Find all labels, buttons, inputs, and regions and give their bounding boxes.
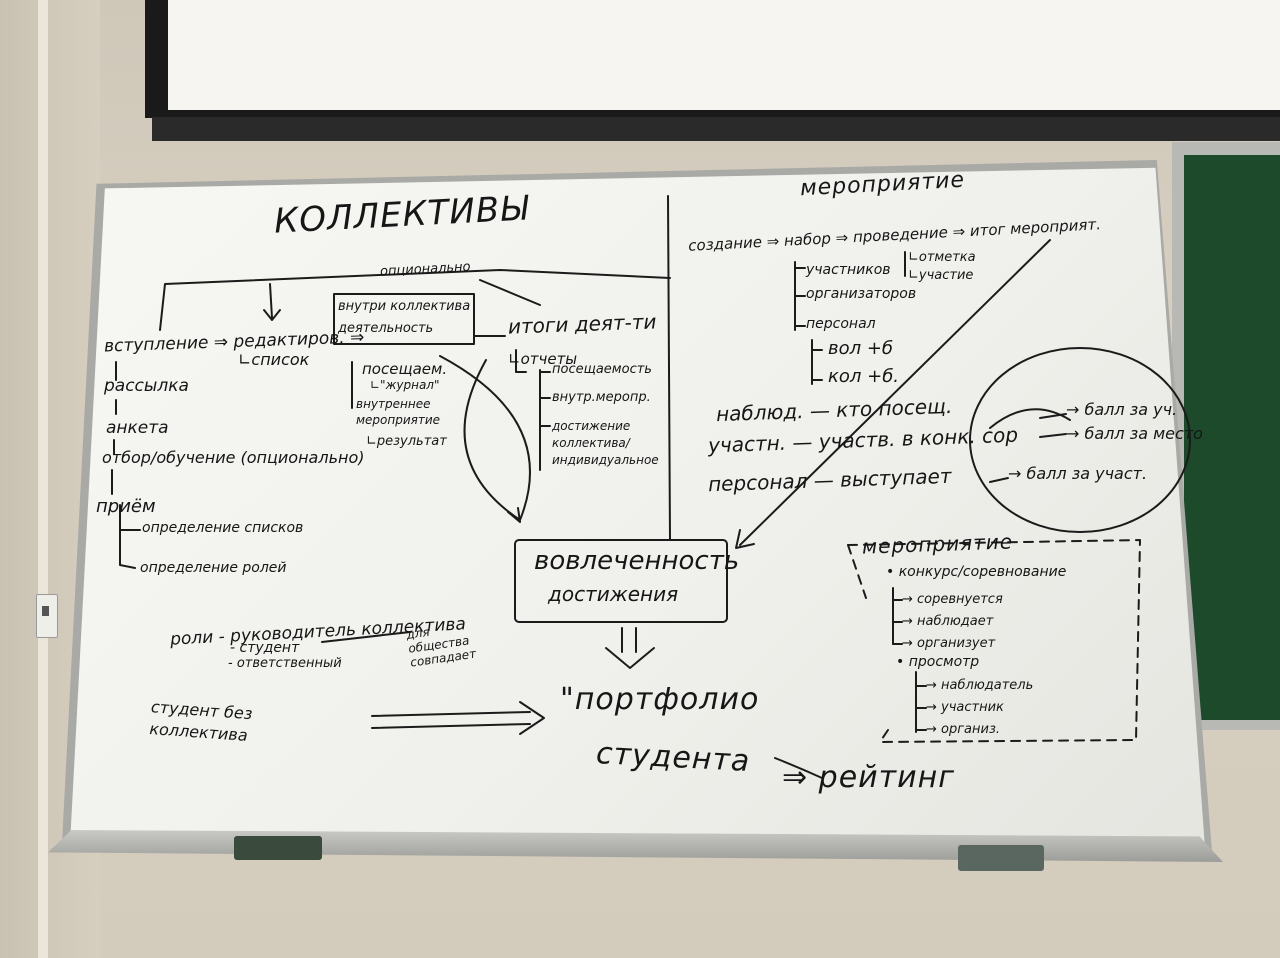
contest-observes: → наблюдает <box>902 614 994 629</box>
wall-switch <box>36 594 58 638</box>
holding-participation: ∟участие <box>908 268 974 283</box>
staff-collective: кол +б. <box>828 366 900 387</box>
set-participants: участников <box>806 262 891 278</box>
points-staff: → балл за участ. <box>1008 464 1148 483</box>
process-mailing: рассылка <box>104 376 189 396</box>
result-note: ∟результат <box>366 434 447 449</box>
wall-pillar <box>38 0 48 958</box>
show-observer: → наблюдатель <box>926 678 1034 693</box>
achievements: достижения <box>548 582 679 606</box>
show-participant: → участник <box>926 700 1004 715</box>
role-responsible: - ответственный <box>228 656 342 671</box>
points-place: → балл за место <box>1066 424 1203 443</box>
eraser-right <box>958 845 1044 871</box>
holding-mark: ∟отметка <box>908 250 976 265</box>
points-participation: → балл за уч. <box>1066 400 1178 419</box>
show-heading: • просмотр <box>896 654 980 670</box>
process-reception: приём <box>96 496 156 517</box>
reports-note: ∟отчеты <box>508 350 578 368</box>
contest-organizes: → организует <box>902 636 996 651</box>
eraser-left <box>234 836 322 860</box>
report-item-internal: внутр.меропр. <box>552 390 651 405</box>
reception-lists: определение списков <box>142 520 304 536</box>
role-student: - студент <box>230 640 300 656</box>
contest-competes: → соревнуется <box>902 592 1003 607</box>
projector-screen-bar <box>152 117 1280 141</box>
wall-switch-toggle <box>42 606 49 616</box>
engagement: вовлеченность <box>534 546 740 576</box>
report-item-attendance: посещаемость <box>552 362 652 377</box>
internal-event: внутреннее мероприятие <box>356 397 441 427</box>
report-item-achievement: достижение коллектива/ индивидуальное <box>552 419 659 467</box>
show-organizer: → организ. <box>926 722 1001 737</box>
contest-heading: • конкурс/соревнование <box>886 564 1067 580</box>
journal-note: ∟"журнал" <box>370 378 440 392</box>
chalkboard <box>1184 155 1280 720</box>
process-survey: анкета <box>106 418 169 438</box>
portfolio: "портфолио <box>560 682 760 717</box>
inner-activity: внутри коллектива деятельность <box>338 299 471 336</box>
attendance: посещаем. <box>362 360 448 378</box>
reception-roles: определение ролей <box>140 560 287 576</box>
rating: ⇒ рейтинг <box>782 760 956 795</box>
list-note: ∟список <box>238 350 310 369</box>
set-staff: персонал <box>806 316 876 332</box>
process-selection: отбор/обучение (опционально) <box>102 448 365 467</box>
projector-screen <box>168 0 1280 110</box>
set-organizers: организаторов <box>806 286 917 302</box>
staff-volunteer: вол +б <box>828 338 894 359</box>
